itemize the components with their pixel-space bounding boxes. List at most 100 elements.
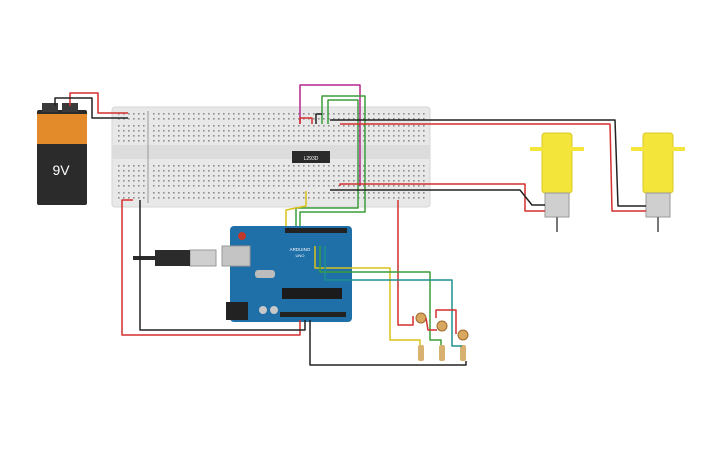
breadboard-hole: [303, 175, 305, 177]
breadboard-hole: [328, 170, 330, 172]
breadboard-hole: [218, 140, 220, 142]
breadboard-hole: [263, 197, 265, 199]
photoresistor-1[interactable]: [415, 312, 427, 324]
breadboard-hole: [198, 175, 200, 177]
breadboard-hole: [313, 118, 315, 120]
breadboard-hole: [298, 197, 300, 199]
breadboard-hole: [208, 130, 210, 132]
wire-battery-negative[interactable]: [54, 97, 128, 119]
breadboard-hole: [228, 125, 230, 127]
breadboard-hole: [293, 135, 295, 137]
breadboard-hole: [158, 175, 160, 177]
breadboard-hole: [278, 170, 280, 172]
wire-green-2[interactable]: [295, 99, 359, 226]
breadboard-hole: [178, 113, 180, 115]
breadboard-hole: [388, 197, 390, 199]
resistor-2[interactable]: [439, 345, 445, 361]
breadboard-hole: [338, 170, 340, 172]
breadboard-hole: [293, 180, 295, 182]
breadboard-hole: [413, 175, 415, 177]
breadboard-hole: [353, 185, 355, 187]
photoresistor-2[interactable]: [436, 320, 448, 332]
wire-analog-teal[interactable]: [324, 246, 462, 347]
usb-cable[interactable]: [133, 249, 217, 267]
breadboard-hole: [193, 130, 195, 132]
breadboard-hole: [183, 185, 185, 187]
breadboard-hole: [303, 125, 305, 127]
breadboard-hole: [353, 130, 355, 132]
breadboard-hole: [253, 113, 255, 115]
wire-motor-left-black[interactable]: [330, 189, 545, 206]
breadboard-hole: [263, 185, 265, 187]
breadboard-hole: [303, 185, 305, 187]
wire-yellow-arduino[interactable]: [285, 191, 307, 226]
dc-motor-right[interactable]: [631, 132, 685, 232]
breadboard-hole: [308, 180, 310, 182]
breadboard-hole: [228, 130, 230, 132]
breadboard-hole: [313, 170, 315, 172]
breadboard-hole: [413, 180, 415, 182]
breadboard-hole: [133, 135, 135, 137]
breadboard-hole: [168, 130, 170, 132]
breadboard[interactable]: [111, 106, 431, 208]
wire-motor-right-black[interactable]: [330, 119, 646, 207]
breadboard-hole: [388, 165, 390, 167]
breadboard-hole: [393, 192, 395, 194]
breadboard-hole: [153, 113, 155, 115]
breadboard-hole: [348, 118, 350, 120]
breadboard-hole: [138, 197, 140, 199]
breadboard-hole: [318, 135, 320, 137]
breadboard-hole: [248, 135, 250, 137]
l293d-chip[interactable]: L293D: [292, 151, 330, 163]
wire-vcc-magenta[interactable]: [299, 84, 361, 186]
breadboard-hole: [143, 180, 145, 182]
breadboard-hole: [303, 180, 305, 182]
breadboard-hole: [128, 130, 130, 132]
breadboard-hole: [118, 170, 120, 172]
breadboard-hole: [393, 125, 395, 127]
breadboard-hole: [158, 165, 160, 167]
arduino-uno[interactable]: ARDUINO UNO: [221, 226, 352, 322]
breadboard-hole: [143, 185, 145, 187]
dc-motor-left[interactable]: [530, 132, 584, 232]
wire-motor-left-red[interactable]: [339, 183, 545, 212]
wire-analog-green[interactable]: [319, 246, 442, 345]
wire-analog-yellow[interactable]: [314, 246, 421, 345]
wire-green-1[interactable]: [299, 95, 366, 226]
battery-9v[interactable]: 9V: [37, 103, 87, 205]
breadboard-hole: [238, 192, 240, 194]
breadboard-hole: [393, 185, 395, 187]
wire-ldr-red-2[interactable]: [435, 309, 457, 334]
breadboard-hole: [228, 175, 230, 177]
breadboard-hole: [198, 118, 200, 120]
wire-ldr-red-1[interactable]: [425, 317, 437, 331]
wire-red-vcc[interactable]: [299, 117, 313, 124]
breadboard-hole: [343, 192, 345, 194]
breadboard-hole: [243, 113, 245, 115]
reset-button[interactable]: [238, 232, 246, 240]
breadboard-hole: [138, 180, 140, 182]
breadboard-hole: [233, 125, 235, 127]
breadboard-hole: [368, 130, 370, 132]
resistor-1[interactable]: [418, 345, 424, 361]
breadboard-hole: [298, 130, 300, 132]
breadboard-hole: [203, 130, 205, 132]
breadboard-hole: [328, 130, 330, 132]
breadboard-hole: [298, 192, 300, 194]
breadboard-hole: [213, 140, 215, 142]
photoresistor-3[interactable]: [457, 329, 469, 341]
breadboard-hole: [248, 180, 250, 182]
wire-gnd-resistors[interactable]: [309, 320, 467, 366]
breadboard-hole: [353, 118, 355, 120]
breadboard-hole: [373, 125, 375, 127]
breadboard-hole: [423, 113, 425, 115]
wire-black-gnd[interactable]: [315, 113, 322, 124]
resistor-3[interactable]: [460, 345, 466, 361]
breadboard-hole: [313, 185, 315, 187]
breadboard-hole: [268, 175, 270, 177]
wire-gnd-black[interactable]: [139, 200, 306, 331]
wire-motor-right-red[interactable]: [340, 123, 646, 212]
wire-rail-red[interactable]: [397, 200, 414, 326]
breadboard-hole: [293, 125, 295, 127]
